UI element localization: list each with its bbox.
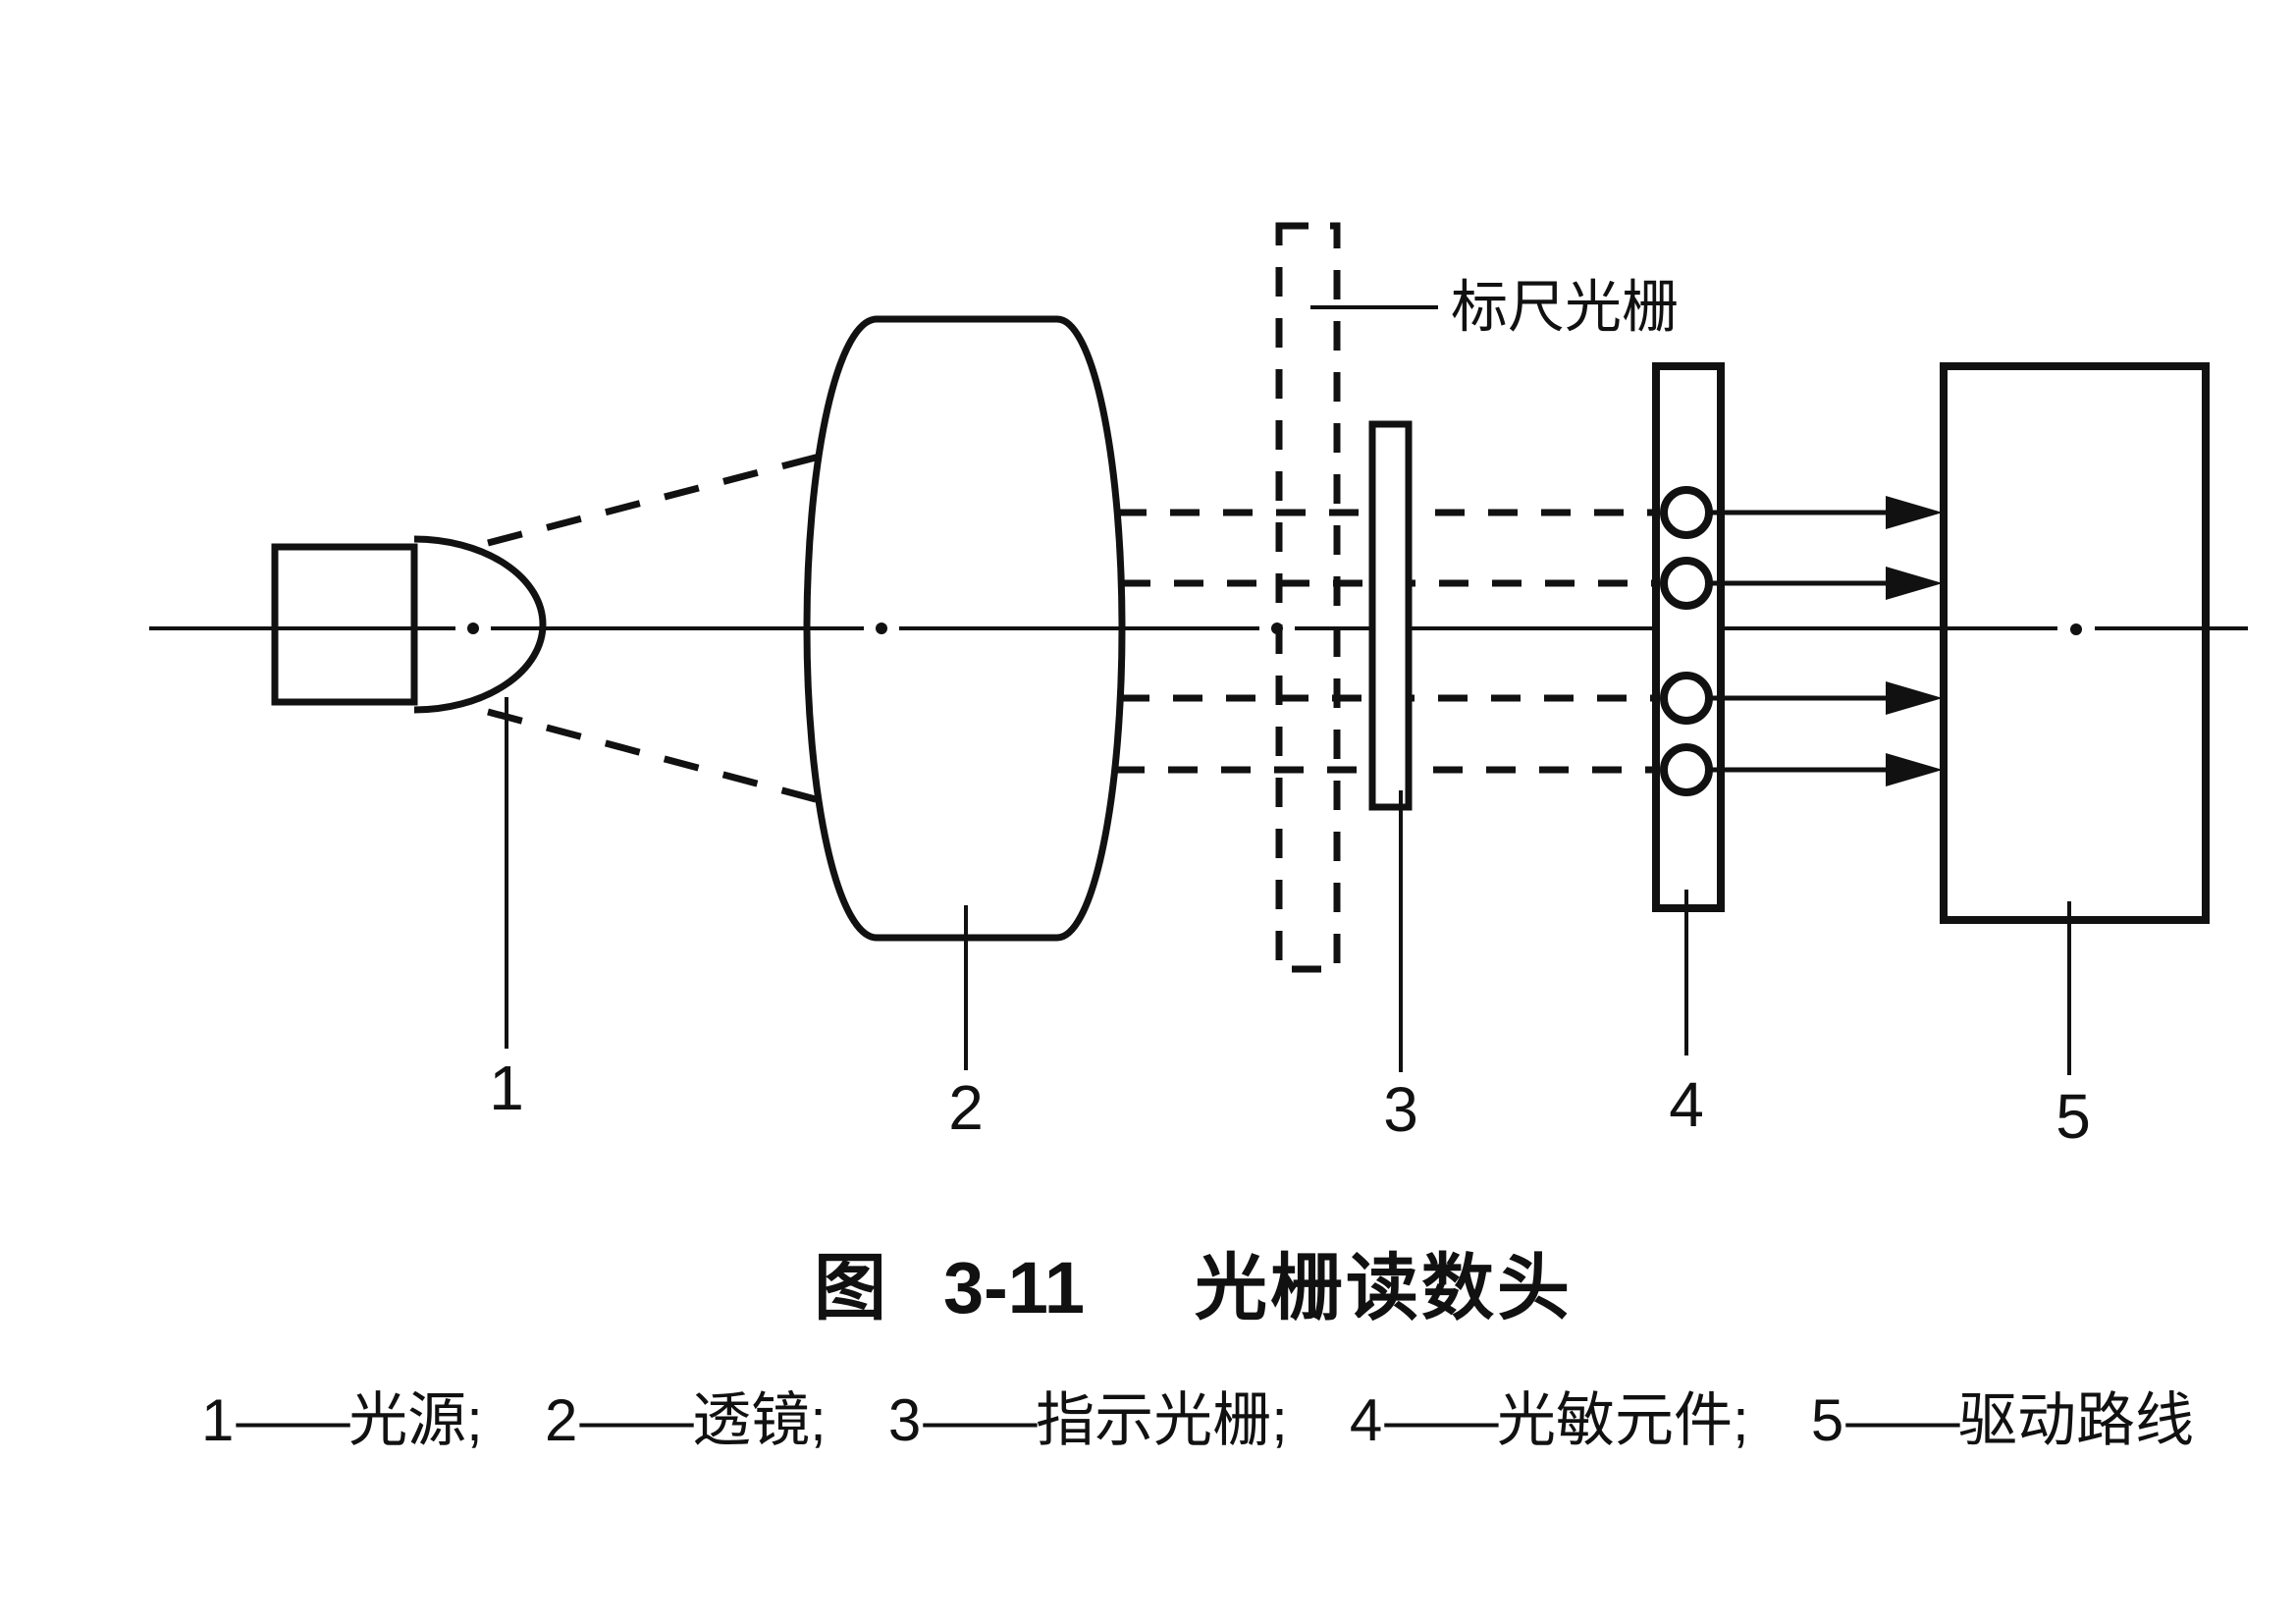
legend-entry-3-name: 指示光栅; [1036,1387,1288,1453]
part-label-1: 1 [489,1053,524,1123]
legend-entry-2-label: 2 [544,1387,578,1453]
legend-entry-4: 4 —— 光敏元件; [1350,1373,1749,1458]
part-label-5: 5 [2056,1081,2091,1152]
legend-entry-1: 1 —— 光源; [201,1373,483,1458]
photocell-1 [1660,486,1713,539]
legend-entry-2-name: 透镜; [692,1387,827,1453]
figure-legend: 1 —— 光源; 2 —— 透镜; 3 —— 指示光栅; 4 —— 光敏元件; … [201,1373,2194,1458]
legend-entry-4-name: 光敏元件; [1497,1387,1749,1453]
legend-entry-4-dash: —— [1384,1387,1498,1453]
figure-caption-prefix: 图 [813,1247,886,1328]
photocell-bar [1652,362,1725,912]
figure-caption-number: 3-11 [942,1247,1086,1328]
axis-dot-drive-box [2070,623,2082,635]
legend-entry-1-label: 1 [201,1387,235,1453]
divergent-ray-upper [487,450,831,547]
legend-entry-1-dash: —— [236,1387,349,1453]
legend-entry-5: 5 —— 驱动路线 [1811,1373,2194,1458]
legend-entry-3-dash: —— [923,1387,1037,1453]
part-label-4: 4 [1669,1069,1704,1140]
indicator-grating [1368,420,1413,811]
scale-grating-label: 标尺光栅 [1451,276,1679,340]
drive-circuit-box [1940,362,2210,924]
ray-arrowhead-2 [1886,567,1943,600]
legend-entry-5-name: 驱动路线 [1958,1387,2194,1453]
figure-caption: 图 3-11 光栅读数头 [45,1229,2296,1334]
figure-caption-title: 光栅读数头 [1195,1247,1574,1328]
legend-entry-5-dash: —— [1845,1387,1959,1453]
light-source-bulb [413,535,547,714]
legend-entry-5-label: 5 [1810,1387,1844,1453]
ray-arrowhead-3 [1886,681,1943,715]
lens-outline [803,315,1126,942]
legend-entry-1-name: 光源; [348,1387,483,1453]
light-source-body [271,543,418,706]
part-label-3: 3 [1383,1074,1418,1145]
ray-arrowhead-1 [1886,496,1943,529]
legend-entry-3-label: 3 [887,1387,922,1453]
photocell-4 [1660,743,1713,796]
legend-entry-3: 3 —— 指示光栅; [888,1373,1288,1458]
photocell-3 [1660,672,1713,725]
legend-entry-2-dash: —— [579,1387,693,1453]
legend-entry-2: 2 —— 透镜; [545,1373,827,1458]
axis-dot-light-source [467,623,479,634]
legend-entry-4-label: 4 [1349,1387,1383,1453]
ray-arrowhead-4 [1886,753,1943,786]
part-label-2: 2 [948,1072,984,1143]
scale-grating-dashed-frame [1275,222,1341,973]
axis-dot-lens [876,623,887,634]
divergent-ray-lower [487,708,831,807]
photocell-2 [1660,557,1713,610]
